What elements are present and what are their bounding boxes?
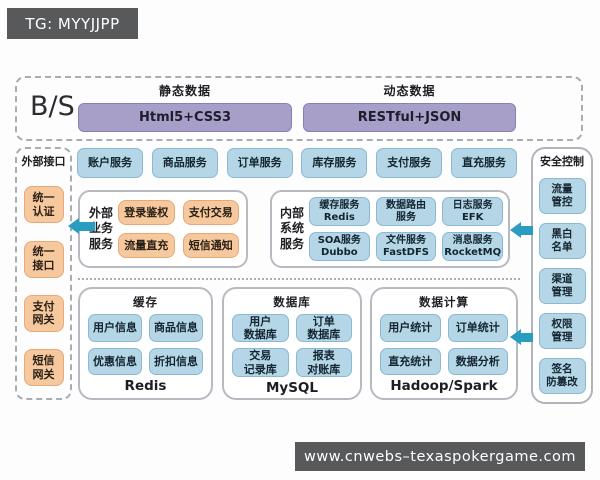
trade-record-db-box: 交易 记录库 [232, 348, 289, 377]
internal-system-label: 内部 系统 服务 [279, 205, 304, 251]
channel-management-box: 渠道 管理 [538, 268, 586, 304]
user-database-box: 用户 数据库 [232, 314, 289, 343]
dynamic-data-column: 动态数据 RESTful+JSON [303, 78, 516, 132]
arrow-security-to-data-computing [510, 329, 533, 345]
cache-panel-footer: Redis [124, 378, 167, 394]
database-panel-footer: MySQL [265, 379, 319, 396]
data-computing-grid: 用户统计 订单统计 直充统计 数据分析 [380, 314, 508, 375]
bs-label: B/S [30, 91, 75, 122]
order-stats-box: 订单统计 [447, 314, 508, 342]
product-info-box: 商品信息 [149, 314, 203, 342]
data-computing-panel-title: 数据计算 [419, 295, 469, 309]
data-analysis-box: 数据分析 [447, 347, 508, 375]
payment-gateway-box: 支付 网关 [23, 294, 64, 332]
blackwhite-list-box: 黑白 名单 [538, 223, 586, 259]
account-service-box: 账户服务 [77, 148, 143, 178]
coupon-info-box: 优惠信息 [88, 347, 142, 375]
dynamic-data-title: 动态数据 [383, 84, 436, 98]
traffic-recharge-box: 流量直充 [118, 233, 175, 258]
user-info-box: 用户信息 [88, 314, 142, 342]
database-panel: 数据库 用户 数据库 订单 数据库 交易 记录库 报表 对账库 MySQL [222, 287, 362, 400]
cache-panel: 缓存 用户信息 商品信息 优惠信息 折扣信息 Redis [78, 287, 213, 400]
unified-auth-box: 统一 认证 [23, 186, 64, 224]
website-badge: www.cnwebs–texaspokergame.com [295, 442, 585, 471]
security-control-title: 安全控制 [540, 155, 584, 168]
database-grid: 用户 数据库 订单 数据库 交易 记录库 报表 对账库 [232, 314, 352, 377]
cache-panel-title: 缓存 [133, 295, 158, 309]
signature-antitamper-box: 签名 防篡改 [538, 358, 586, 394]
discount-info-box: 折扣信息 [149, 347, 203, 375]
user-stats-box: 用户统计 [380, 314, 441, 342]
static-data-title: 静态数据 [158, 84, 211, 98]
product-service-box: 商品服务 [151, 148, 218, 178]
report-reconcile-db-box: 报表 对账库 [295, 348, 352, 377]
top-services-row: 账户服务 商品服务 订单服务 库存服务 支付服务 直充服务 [77, 148, 517, 178]
file-service-fastdfs-box: 文件服务 FastDFS [375, 232, 437, 261]
data-computing-panel-footer: Hadoop/Spark [390, 378, 498, 394]
bs-layer-box: B/S 静态数据 Html5+CSS3 动态数据 RESTful+JSON [15, 76, 583, 141]
soa-service-dubbo-box: SOA服务 Dubbo [309, 232, 370, 261]
external-interfaces-title: 外部接口 [21, 155, 66, 168]
login-auth-box: 登录鉴权 [118, 200, 175, 225]
internal-system-panel: 内部 系统 服务 缓存服务 Redis 数据路由 服务 日志服务 EFK SOA… [270, 190, 510, 268]
external-business-panel: 外部 业务 服务 登录鉴权 支付交易 流量直充 短信通知 [78, 190, 248, 268]
payment-service-box: 支付服务 [376, 148, 443, 178]
recharge-service-box: 直充服务 [450, 148, 517, 178]
recharge-stats-box: 直充统计 [380, 347, 441, 375]
data-routing-service-box: 数据路由 服务 [375, 197, 437, 226]
external-business-grid: 登录鉴权 支付交易 流量直充 短信通知 [118, 200, 239, 258]
sms-notify-box: 短信通知 [182, 233, 239, 258]
security-control-column: 安全控制 流量 管控 黑白 名单 渠道 管理 权限 管理 签名 防篡改 [531, 147, 593, 404]
message-service-rocketmq-box: 消息服务 RocketMQ [442, 232, 503, 261]
separator-line [78, 278, 520, 280]
restful-json-bar: RESTful+JSON [303, 103, 516, 132]
cache-service-redis-box: 缓存服务 Redis [309, 197, 370, 226]
internal-system-grid: 缓存服务 Redis 数据路由 服务 日志服务 EFK SOA服务 Dubbo … [309, 197, 503, 261]
static-data-column: 静态数据 Html5+CSS3 [78, 78, 292, 132]
arrow-security-to-internal-system [510, 222, 533, 238]
traffic-control-box: 流量 管控 [538, 178, 586, 214]
order-database-box: 订单 数据库 [295, 314, 352, 343]
arrow-to-external-interfaces [68, 218, 95, 234]
payment-trade-box: 支付交易 [182, 200, 239, 225]
data-computing-panel: 数据计算 用户统计 订单统计 直充统计 数据分析 Hadoop/Spark [370, 287, 518, 400]
inventory-service-box: 库存服务 [301, 148, 368, 178]
cache-grid: 用户信息 商品信息 优惠信息 折扣信息 [88, 314, 203, 375]
log-service-efk-box: 日志服务 EFK [442, 197, 503, 226]
sms-gateway-box: 短信 网关 [23, 349, 64, 386]
order-service-box: 订单服务 [226, 148, 293, 178]
external-interfaces-column: 外部接口 统一 认证 统一 接口 支付 网关 短信 网关 [15, 147, 72, 400]
html5-css3-bar: Html5+CSS3 [78, 103, 292, 132]
permission-management-box: 权限 管理 [538, 313, 586, 349]
unified-api-box: 统一 接口 [23, 240, 64, 278]
telegram-badge: TG: MYYJJPP [7, 8, 138, 39]
database-panel-title: 数据库 [273, 295, 311, 309]
